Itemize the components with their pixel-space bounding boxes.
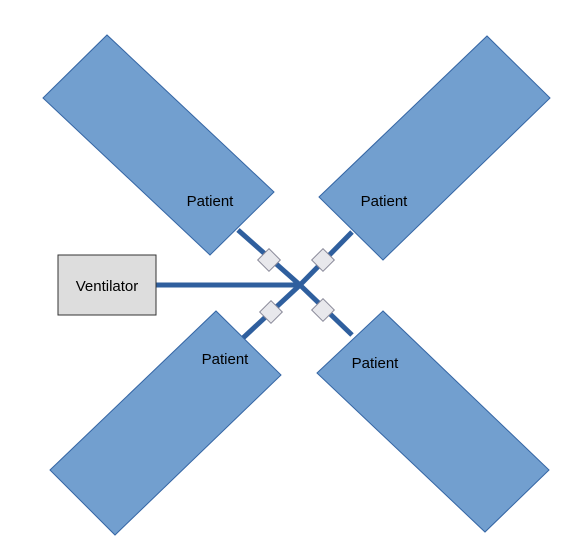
ventilator-label: Ventilator [76,278,139,295]
patient-bed-top-right [318,35,551,261]
patient-label-top-left: Patient [187,193,235,210]
connectors [256,247,336,325]
connector-bottom-left [258,299,284,325]
ventilator-box [57,254,157,316]
connector-top-left [256,247,282,273]
patient-bed-top-left [42,34,275,256]
patient-label-bottom-right: Patient [352,355,400,372]
patient-bed-bottom-left [49,310,282,536]
patient-bed-bottom-right [316,310,550,533]
connector-bottom-right [310,297,336,323]
tubing [156,228,354,340]
patient-label-bottom-left: Patient [202,351,250,368]
connector-top-right [310,247,336,273]
patient-label-top-right: Patient [361,193,409,210]
